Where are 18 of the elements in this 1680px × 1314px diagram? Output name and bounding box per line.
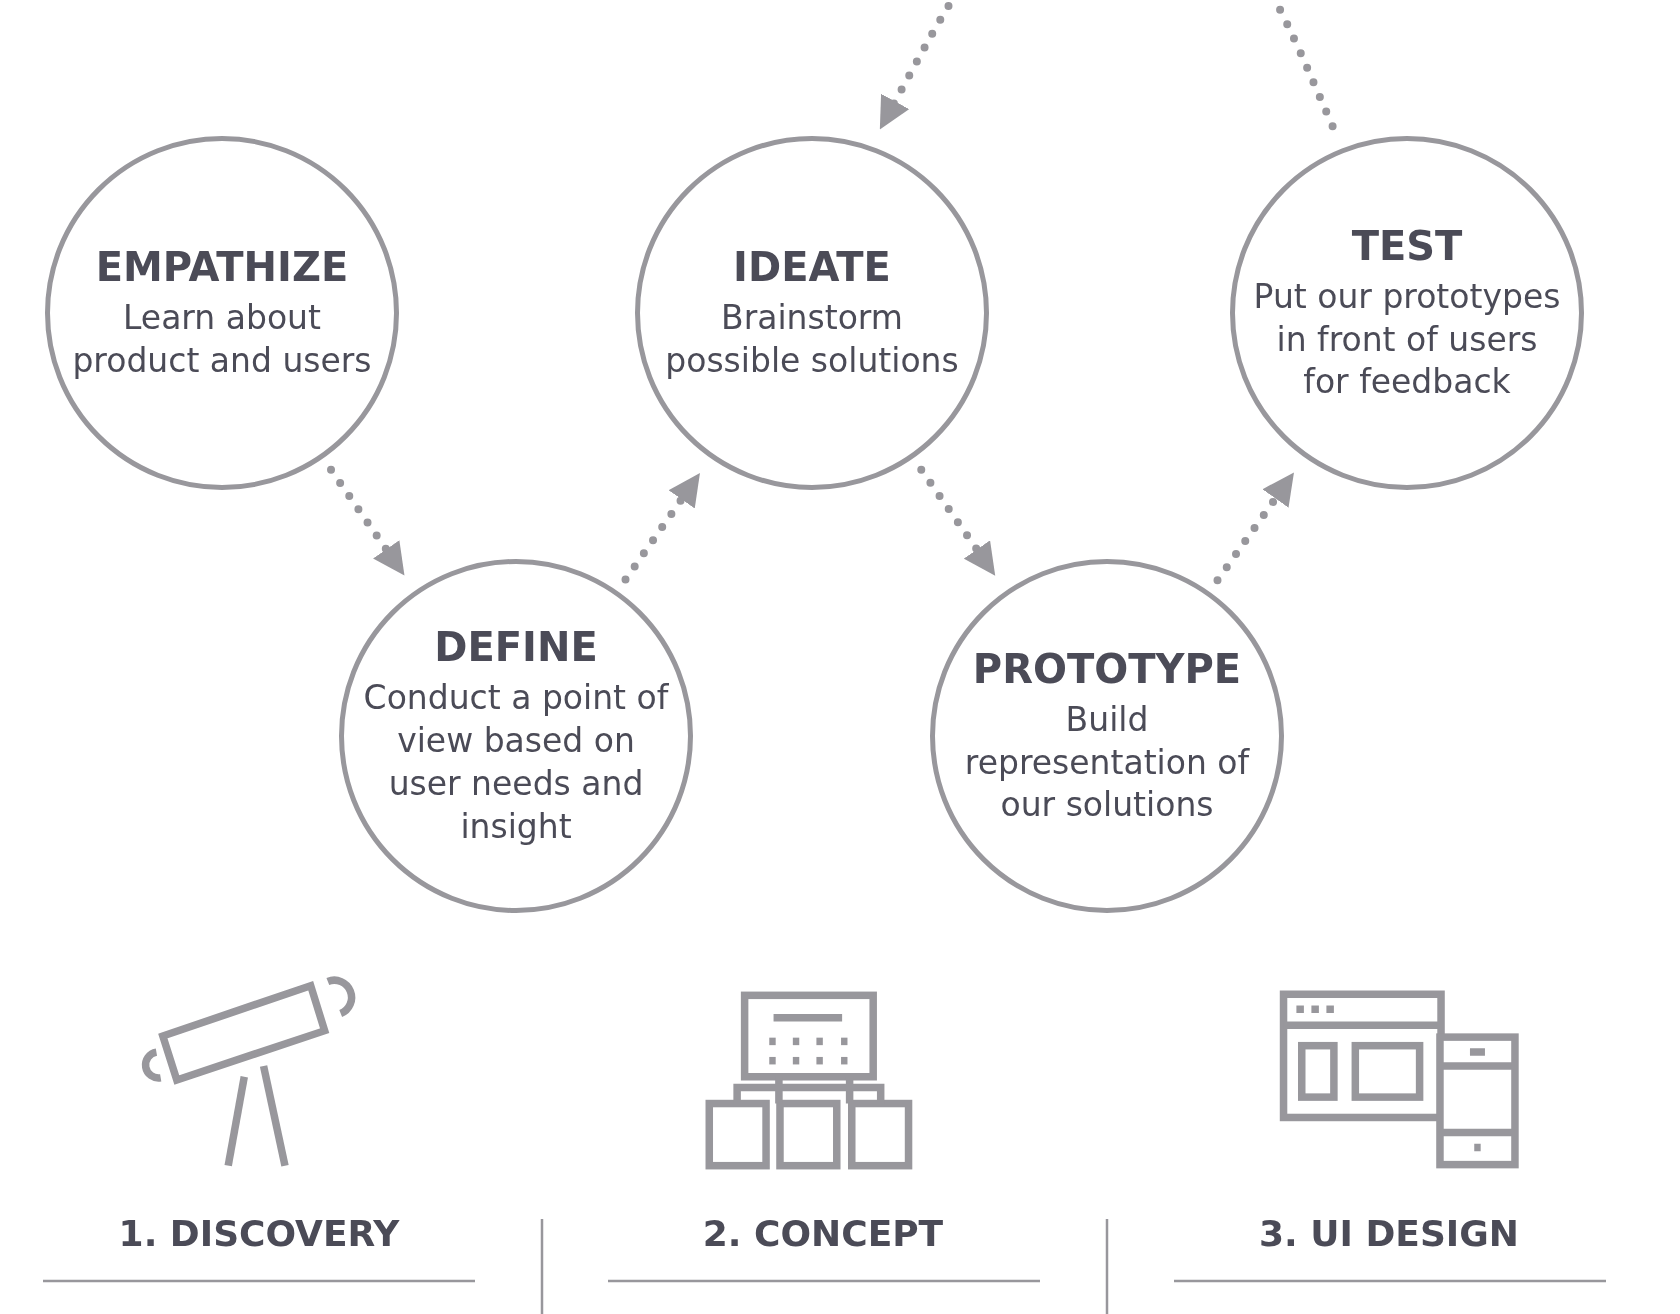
step-title: DEFINE — [434, 623, 598, 672]
step-description: Brainstorm possible solutions — [664, 297, 960, 382]
step-title: PROTOTYPE — [972, 644, 1242, 693]
phase-heading: 3. UI DESIGN — [1258, 1213, 1520, 1254]
step-title: EMPATHIZE — [95, 243, 349, 292]
dotted-arrow — [917, 465, 996, 576]
dotted-arrow — [879, 0, 1337, 131]
step-description: Build representation of our solutions — [963, 698, 1251, 827]
dotted-arrow — [327, 465, 405, 576]
step-description: Learn about product and users — [71, 297, 373, 382]
step-description: Conduct a point of view based on user needs and insight — [362, 677, 670, 848]
dotted-arrow — [621, 473, 700, 584]
step-title: IDEATE — [733, 243, 891, 292]
phase-heading: 1. DISCOVERY — [117, 1213, 401, 1254]
step-title: TEST — [1351, 221, 1463, 270]
step-description: Put our prototypes in front of users for feedback — [1252, 275, 1562, 404]
dotted-arrow — [1213, 472, 1294, 585]
phase-heading: 2. CONCEPT — [701, 1213, 945, 1254]
